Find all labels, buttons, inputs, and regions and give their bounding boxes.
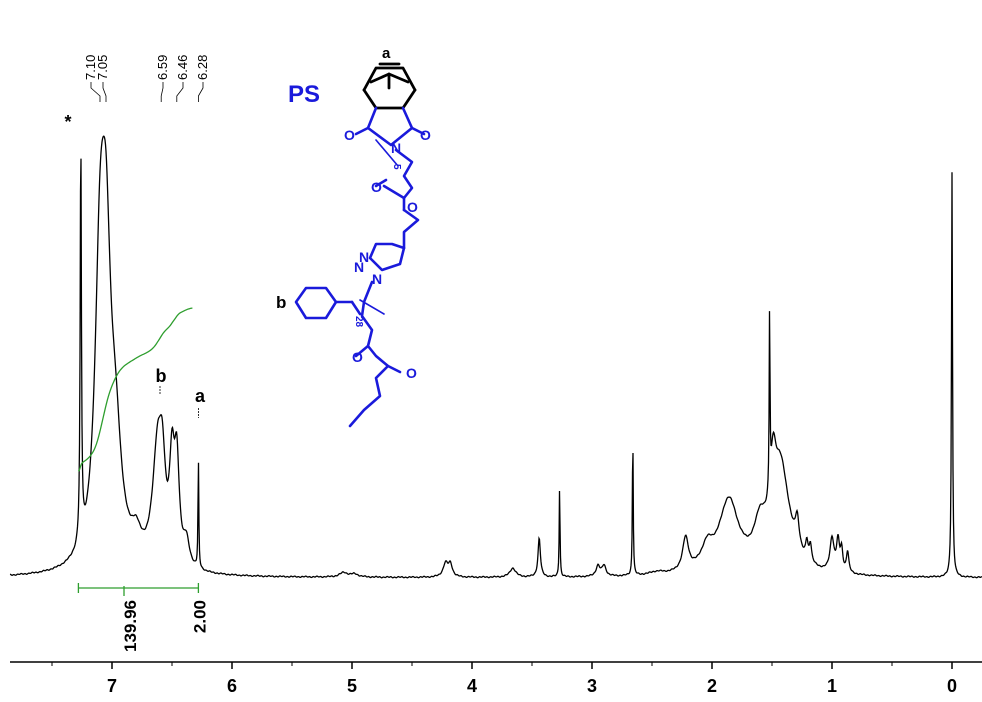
peak-label-connector-3 xyxy=(176,82,184,102)
peak-label-connector-1 xyxy=(102,82,107,102)
norbornene-cage xyxy=(362,62,417,110)
structure-atom-5: O xyxy=(371,179,382,195)
peak-label-0: 7.10 xyxy=(83,55,98,80)
peak-label-3: 6.46 xyxy=(175,55,190,80)
peak-label-connector-2 xyxy=(160,82,164,102)
structure-atom-1: b xyxy=(276,293,286,312)
structure-subscript-1: 28 xyxy=(353,316,364,328)
structure-atom-4: O xyxy=(420,127,431,143)
x-tick-label-7: 7 xyxy=(107,676,117,696)
structure-title: PS xyxy=(288,81,320,108)
structure-atom-10: O xyxy=(406,365,417,381)
structure-atom-8: N xyxy=(354,259,364,275)
structure-atom-0: a xyxy=(382,45,391,62)
phenyl-ring xyxy=(294,286,338,320)
polymer-chain xyxy=(360,280,374,348)
alkyl-chain xyxy=(394,148,414,200)
integral-bracket xyxy=(77,583,200,596)
integral-value-0: 139.96 xyxy=(121,600,140,652)
annotation-a: a xyxy=(195,386,206,406)
x-tick-label-1: 1 xyxy=(827,676,837,696)
structure-atom-2: N xyxy=(391,140,401,156)
peak-label-4: 6.28 xyxy=(195,55,210,80)
x-tick-label-5: 5 xyxy=(347,676,357,696)
triazole-ring xyxy=(368,242,406,272)
x-tick-label-0: 0 xyxy=(947,676,957,696)
x-tick-label-4: 4 xyxy=(467,676,477,696)
structure-atom-11: O xyxy=(352,349,363,365)
annotation-*: * xyxy=(64,112,71,132)
annotation-b: b xyxy=(156,366,167,386)
x-tick-label-2: 2 xyxy=(707,676,717,696)
structure-atom-7: N xyxy=(359,249,369,265)
integral-labels: 139.96 2.00 xyxy=(121,600,210,652)
peak-label-1: 7.05 xyxy=(95,55,110,80)
ester-end xyxy=(348,344,390,428)
spectrum-trace xyxy=(9,135,982,579)
peak-label-connector-0 xyxy=(90,82,101,102)
structure-atom-6: O xyxy=(407,199,418,215)
structure-subscript-0: 5 xyxy=(391,164,402,170)
peak-labels: 7.107.05 6.59 6.46 6.28 xyxy=(83,55,210,102)
integral-value-1: 2.00 xyxy=(191,600,210,633)
x-tick-label-6: 6 xyxy=(227,676,237,696)
chemical-structure xyxy=(294,62,426,428)
integral-curve xyxy=(77,307,193,472)
peak-annotations: * b a xyxy=(64,112,206,418)
imide-ring xyxy=(366,106,414,147)
structure-atom-9: N xyxy=(372,271,382,287)
x-axis-ticks: 7 6 5 4 3 2 1 0 xyxy=(51,662,957,696)
x-tick-label-3: 3 xyxy=(587,676,597,696)
peak-label-2: 6.59 xyxy=(155,55,170,80)
peak-label-connector-4 xyxy=(198,82,204,102)
structure-atom-3: O xyxy=(344,127,355,143)
